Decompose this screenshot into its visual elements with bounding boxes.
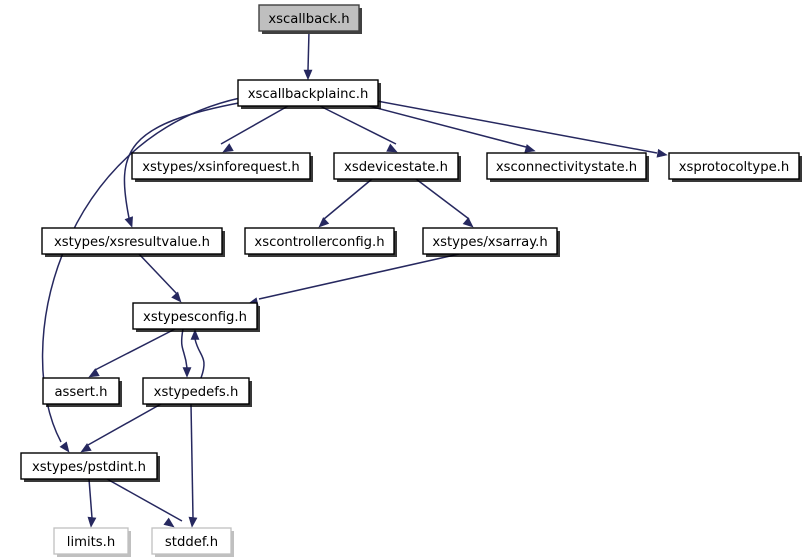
edge-xsdevicestate-to-xscontrollerconfig	[323, 178, 373, 220]
graph-node-xsdevicestate[interactable]: xsdevicestate.h	[333, 152, 461, 182]
edge-arrowhead	[190, 329, 200, 340]
edge-arrowhead	[386, 143, 398, 153]
graph-node-xsprotocoltype[interactable]: xsprotocoltype.h	[668, 152, 802, 182]
edge-arrowhead	[182, 367, 192, 378]
graph-node-xscallbackplainc[interactable]: xscallbackplainc.h	[237, 79, 381, 109]
node-layer: xscallback.h xscallbackplainc.h xstypes/xs…	[20, 4, 802, 557]
edge-arrowhead	[656, 148, 668, 158]
graph-node-xstypedefs[interactable]: xstypedefs.h	[142, 377, 252, 407]
graph-node-xsresultvalue[interactable]: xstypes/xsresultvalue.h	[41, 227, 225, 257]
edge-xstypedefs-to-xstypesconfig	[194, 338, 205, 379]
edge-arrowhead	[188, 516, 198, 528]
node-box[interactable]	[53, 527, 129, 555]
node-box[interactable]	[668, 152, 800, 180]
node-box[interactable]	[422, 227, 558, 255]
edge-arrowhead	[124, 216, 133, 228]
edge-xscallbackplainc-to-xsprotocoltype	[349, 95, 658, 154]
node-box[interactable]	[244, 227, 395, 255]
graph-node-xsconnectivitystate[interactable]: xsconnectivitystate.h	[486, 152, 649, 182]
graph-node-pstdint[interactable]: xstypes/pstdint.h	[20, 452, 160, 482]
edge-arrowhead	[222, 143, 234, 153]
edge-xscallbackplainc-to-xsdevicestate	[319, 105, 397, 145]
edge-arrowhead	[303, 69, 313, 81]
node-box[interactable]	[486, 152, 647, 180]
edge-arrowhead	[88, 368, 100, 378]
edge-xscallbackplainc-to-xsresultvalue	[123, 101, 245, 219]
edge-xstypedefs-to-pstdint	[87, 403, 162, 446]
edge-pstdint-to-limits	[88, 478, 93, 519]
graph-node-xscallback[interactable]: xscallback.h	[258, 4, 362, 34]
edge-xstypesconfig-to-assert	[94, 328, 176, 371]
node-box[interactable]	[333, 152, 459, 180]
node-box[interactable]	[151, 527, 232, 555]
graph-node-assert[interactable]: assert.h	[42, 377, 122, 407]
graph-node-stddef[interactable]: stddef.h	[151, 527, 234, 557]
edge-arrowhead	[163, 517, 175, 528]
node-box[interactable]	[258, 4, 360, 32]
graph-node-limits[interactable]: limits.h	[53, 527, 131, 557]
edge-xstypesconfig-to-xstypedefs	[180, 328, 188, 369]
graph-node-xstypesconfig[interactable]: xstypesconfig.h	[132, 302, 260, 332]
edge-xscallback-to-xscallbackplainc	[307, 30, 310, 71]
edge-arrowhead	[462, 217, 474, 228]
graph-node-xsarray[interactable]: xstypes/xsarray.h	[422, 227, 560, 257]
edge-xsresultvalue-to-xstypesconfig	[138, 253, 178, 295]
edge-xstypedefs-to-stddef	[190, 403, 194, 519]
edge-arrowhead	[171, 291, 182, 303]
graph-node-xscontrollerconfig[interactable]: xscontrollerconfig.h	[244, 227, 397, 257]
node-box[interactable]	[237, 79, 379, 107]
node-box[interactable]	[142, 377, 250, 405]
edge-layer	[41, 30, 668, 528]
edge-xsarray-to-xstypesconfig	[258, 253, 460, 300]
edge-arrowhead	[524, 144, 536, 153]
graph-node-xsinforequest[interactable]: xstypes/xsinforequest.h	[131, 152, 313, 182]
edge-xscallbackplainc-to-xsinforequest	[220, 105, 289, 145]
edge-arrowhead	[87, 516, 97, 528]
edge-arrowhead	[318, 217, 330, 228]
node-box[interactable]	[42, 377, 120, 405]
edge-arrowhead	[80, 443, 92, 453]
edge-arrowhead	[59, 441, 70, 453]
edge-pstdint-to-stddef	[106, 478, 183, 522]
node-box[interactable]	[132, 302, 258, 330]
node-box[interactable]	[41, 227, 223, 255]
node-box[interactable]	[131, 152, 311, 180]
edge-xsdevicestate-to-xsarray	[415, 178, 470, 220]
node-box[interactable]	[20, 452, 158, 480]
